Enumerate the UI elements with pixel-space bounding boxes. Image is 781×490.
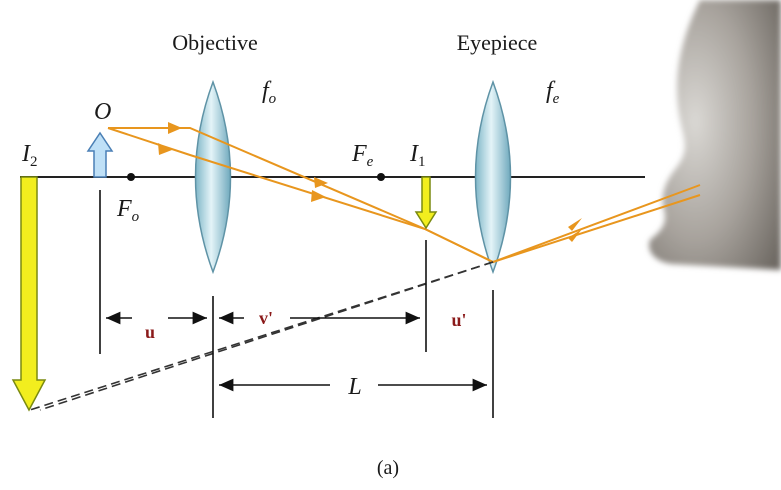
eyepiece-lens <box>474 79 512 275</box>
focal-point-fe <box>377 173 385 181</box>
dim-label-u: u <box>145 322 155 342</box>
label-fo-focal: Fo <box>116 196 140 225</box>
ray-arrowheads <box>158 122 582 242</box>
eyepiece-heading: Eyepiece <box>457 30 538 55</box>
final-image-arrow <box>11 176 47 412</box>
objective-heading: Objective <box>172 30 258 55</box>
dim-label-u-prime: u' <box>451 310 466 330</box>
dimension-arrows <box>106 311 487 392</box>
objective-lens <box>194 79 232 275</box>
intermediate-image-arrow <box>414 176 438 230</box>
virtual-rays <box>29 261 494 411</box>
label-i2: I2 <box>21 141 38 170</box>
focal-point-fo <box>127 173 135 181</box>
object-arrow <box>86 131 114 178</box>
observer-face <box>649 0 781 270</box>
label-i1: I1 <box>409 141 426 170</box>
dim-label-v-prime: v' <box>259 308 273 328</box>
figure-caption: (a) <box>377 457 399 479</box>
dim-label-L: L <box>347 374 361 400</box>
label-fo: fo <box>262 78 277 107</box>
label-fe-focal: Fe <box>351 141 374 170</box>
label-object: O <box>94 99 111 125</box>
reference-lines <box>99 190 494 418</box>
label-fe: fe <box>546 78 560 107</box>
